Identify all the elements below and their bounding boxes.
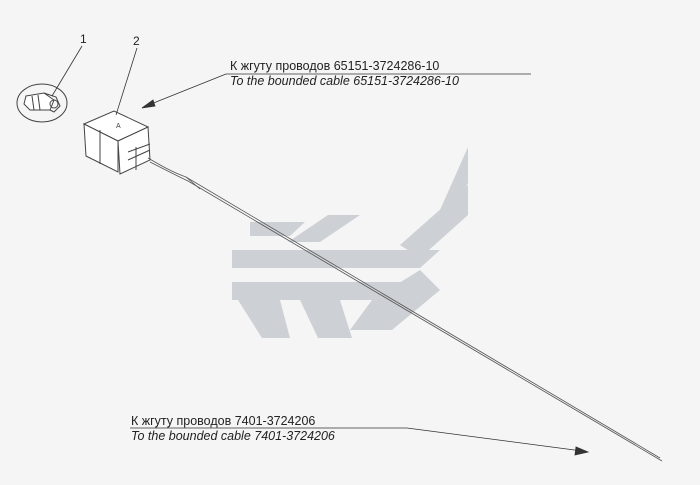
leader-lines	[51, 45, 138, 116]
callout-top-leader	[141, 73, 531, 109]
callout-top-ru: К жгуту проводов 65151-3724286-10	[230, 59, 440, 73]
part-1-terminal	[16, 83, 68, 123]
callout-bottom-ru: К жгуту проводов 7401-3724206	[131, 414, 316, 428]
watermark-logo	[232, 147, 468, 338]
cable-wire	[147, 157, 663, 462]
connector-mark: A	[116, 123, 121, 130]
part-number-2: 2	[133, 34, 140, 48]
part-2-connector: A	[82, 110, 151, 175]
callout-bottom: К жгуту проводов 7401-3724206 To the bou…	[131, 414, 335, 444]
part-number-1: 1	[80, 32, 87, 46]
callout-bottom-en: To the bounded cable 7401-3724206	[131, 429, 335, 443]
callout-bottom-leader	[130, 427, 590, 456]
callout-top: К жгуту проводов 65151-3724286-10 To the…	[230, 59, 459, 89]
callout-top-en: To the bounded cable 65151-3724286-10	[230, 74, 459, 88]
